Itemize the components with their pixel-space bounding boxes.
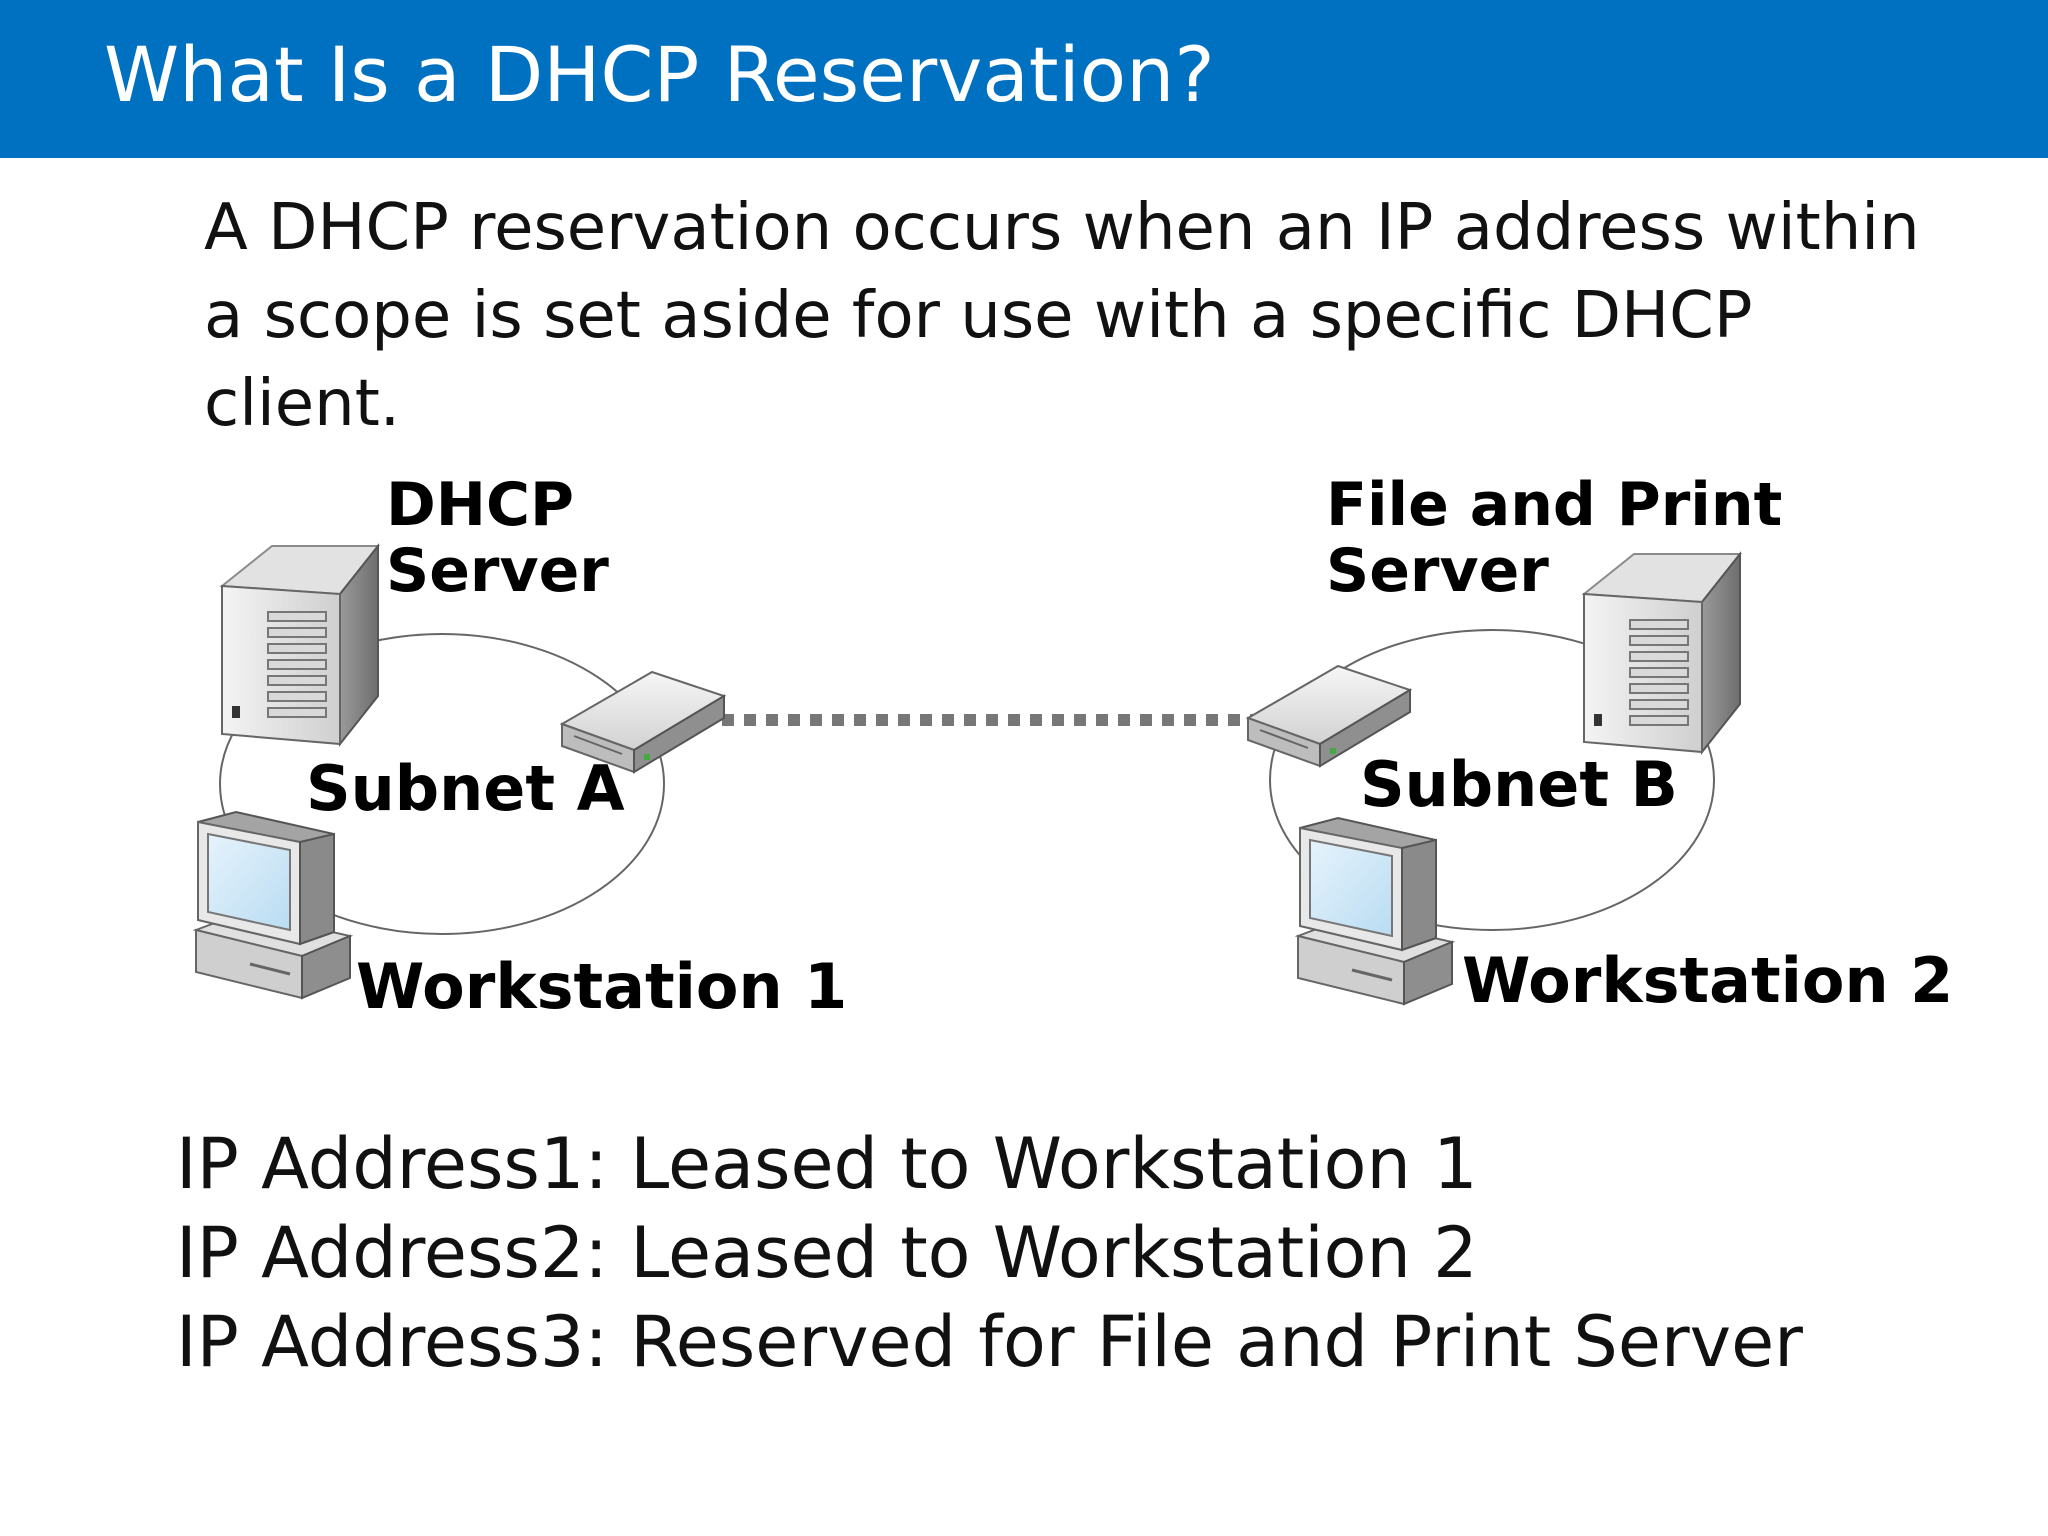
dhcp-server-label-line2: Server [386,536,609,606]
workstation-1-icon [192,810,354,1000]
ip-address-list: IP Address1: Leased to Workstation 1 IP … [176,1120,1803,1387]
intro-text: A DHCP reservation occurs when an IP add… [204,191,1920,441]
workstation-1-label: Workstation 1 [356,950,848,1023]
ip-address-item: IP Address1: Leased to Workstation 1 [176,1123,1478,1205]
subnet-b-ellipse [1269,629,1715,931]
dhcp-server-label: DHCP Server [386,472,609,604]
file-print-server-label-line2: Server [1326,536,1549,606]
ip-address-item: IP Address3: Reserved for File and Print… [176,1301,1803,1383]
ip-address-item: IP Address2: Leased to Workstation 2 [176,1212,1478,1294]
workstation-2-icon [1294,816,1456,1006]
slide-title: What Is a DHCP Reservation? [104,30,1215,119]
dhcp-server-label-line1: DHCP [386,470,575,540]
router-b-icon [1245,664,1413,768]
workstation-2-label: Workstation 2 [1462,944,1954,1017]
subnet-a-label: Subnet A [306,752,625,825]
subnet-a-ellipse [219,633,665,935]
dhcp-server-icon [219,543,381,747]
subnet-b-label: Subnet B [1360,748,1678,821]
file-print-server-label-line1: File and Print [1326,470,1783,540]
file-print-server-icon [1581,551,1743,755]
title-bar: What Is a DHCP Reservation? [0,0,2048,158]
file-print-server-label: File and Print Server [1326,472,1782,604]
router-a-icon [559,670,727,774]
